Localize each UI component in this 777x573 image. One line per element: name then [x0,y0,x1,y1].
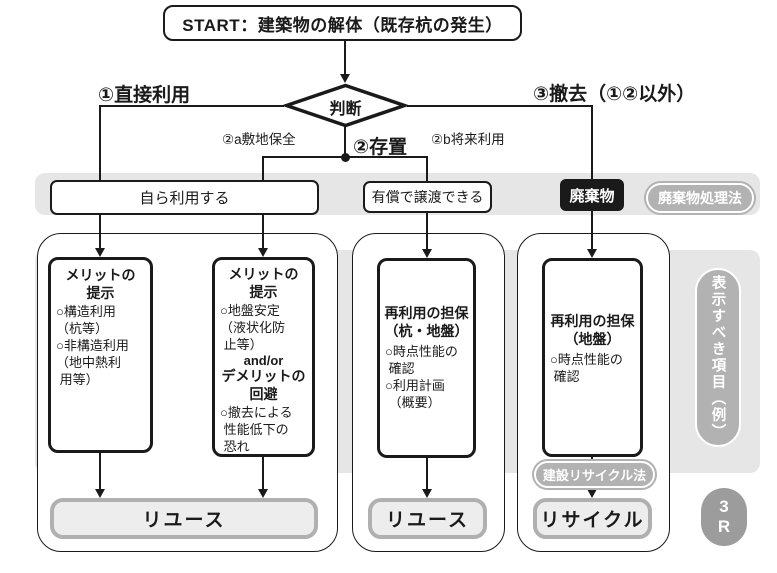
reuse-outcome-mid: リユース [368,498,487,539]
flow-line [591,211,593,250]
flow-line [262,457,264,490]
branch2a-label: ②a敷地保全 [222,132,296,147]
transfer-label: 有償で譲渡できる [371,189,484,205]
demerit-body: ○撤去による 性能低下の 恐れ [220,405,293,455]
arrowhead-icon [258,489,268,498]
flow-line [426,458,428,490]
self-use-node: 自ら利用する [50,180,319,215]
reuse-guarantee-ground-box: 再利用の担保 （地盤） ○時点性能の 確認 [542,258,643,457]
flow-line [262,156,264,182]
arrowhead-icon [587,249,597,258]
arrowhead-icon [95,248,105,257]
flow-line [99,453,101,490]
transfer-node: 有償で譲渡できる [363,181,492,213]
arrowhead-icon [422,489,432,498]
flow-line [426,209,428,250]
reuse-guarantee-pile-body: ○時点性能の 確認 ○利用計画 （概要） [385,343,458,411]
flow-line [591,105,593,181]
flow-line [99,211,101,250]
three-r-pill: 3R [701,488,747,546]
self-use-label: 自ら利用する [139,190,230,207]
andor-label: and/or [243,353,284,369]
start-node: START：建築物の解体（既存杭の発生） [163,5,522,41]
waste-label: 廃棄物 [569,187,615,205]
merit-demerit-box: メリットの 提示 ○地盤安定 （液状化防 止等） and/or デメリットの 回… [212,257,315,457]
decision-label: 判断 [329,101,362,118]
reuse-guarantee-ground-body: ○時点性能の 確認 [550,352,623,385]
branch1-label: ①直接利用 [98,85,191,106]
flow-line [344,37,346,76]
flow-line [344,127,346,158]
recycle-law-pill: 建設リサイクル法 [534,461,655,488]
junction-dot [341,153,350,162]
flow-line [426,156,428,184]
recycle-outcome: リサイクル [533,498,652,539]
reuse-outcome-left-label: リユース [142,510,226,531]
waste-node: 廃棄物 [560,179,624,211]
merit-demerit-title: メリットの 提示 [228,266,299,300]
merit-demerit-body: ○地盤安定 （液状化防 止等） [220,302,286,353]
flow-line [99,105,284,107]
diamond-shape-icon [281,83,410,128]
reuse-outcome-left: リユース [50,498,318,539]
recycle-law-label: 建設リサイクル法 [542,468,647,483]
branch2-label: ②存置 [353,137,408,158]
reuse-guarantee-pile-box: 再利用の担保 （杭・地盤） ○時点性能の 確認 ○利用計画 （概要） [377,258,476,458]
start-node-label: START：建築物の解体（既存杭の発生） [182,15,503,35]
reuse-outcome-mid-label: リユース [385,510,470,531]
demerit-title: デメリットの 回避 [221,368,306,403]
merit-box-direct: メリットの 提示 ○構造利用 （杭等） ○非構造利用 （地中熱利 用等） [48,257,153,453]
merit-box-direct-title: メリットの 提示 [65,267,136,301]
waste-law-label: 廃棄物処理法 [658,190,742,206]
reuse-guarantee-pile-title: 再利用の担保 （杭・地盤） [384,304,469,339]
reuse-guarantee-ground-title: 再利用の担保 （地盤） [550,313,635,348]
arrowhead-icon [422,249,432,258]
arrowhead-icon [95,489,105,498]
three-r-label: 3R [714,497,734,537]
merit-box-direct-body: ○構造利用 （杭等） ○非構造利用 （地中熱利 用等） [56,303,129,388]
arrowhead-icon [587,489,597,498]
flow-line [99,105,101,181]
recycle-outcome-label: リサイクル [540,510,645,531]
waste-law-pill: 廃棄物処理法 [646,183,754,213]
arrowhead-icon [340,74,350,83]
branch2b-label: ②b将来利用 [431,132,505,147]
decision-node: 判断 [281,83,410,128]
display-items-label: 表示すべき項目（例） [709,275,726,440]
display-items-pill: 表示すべき項目（例） [695,268,741,447]
flow-line [262,211,264,250]
arrowhead-icon [258,248,268,257]
branch3-label: ③撤去（①②以外） [533,84,696,105]
flow-line [407,105,593,107]
